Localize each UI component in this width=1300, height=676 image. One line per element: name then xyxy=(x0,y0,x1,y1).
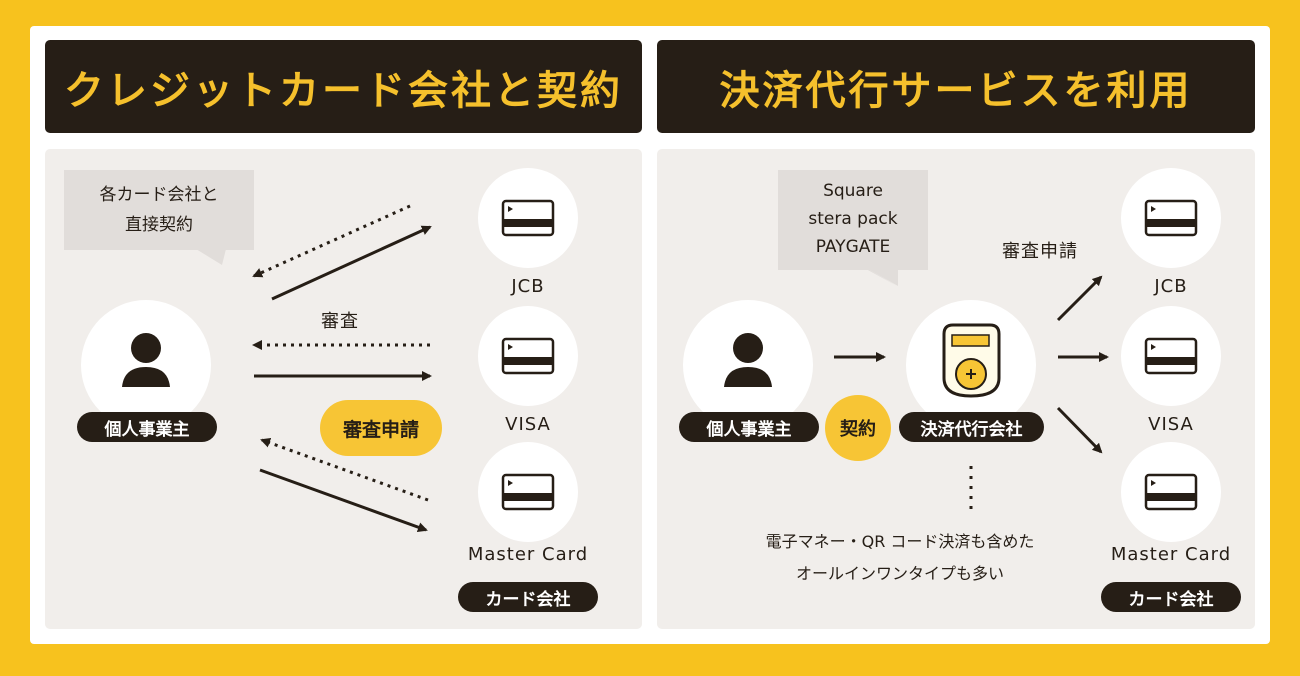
contract-badge: 契約 xyxy=(825,395,891,461)
review-label: 審査 xyxy=(321,311,359,332)
credit-card-icon xyxy=(1144,199,1198,237)
note-text: 電子マネー・QR コード決済も含めた オールインワンタイプも多い xyxy=(720,526,1080,590)
credit-card-icon xyxy=(1144,473,1198,511)
arrow-apply-master xyxy=(259,468,428,532)
card-label-jcb-left: JCB xyxy=(511,276,545,297)
card-company-label-left: カード会社 xyxy=(458,582,598,612)
person-circle-left xyxy=(81,300,211,430)
arrow-apply-jcb xyxy=(271,225,432,301)
bubble-line: 直接契約 xyxy=(125,215,193,235)
person-label-left: 個人事業主 xyxy=(77,412,217,442)
right-title: 決済代行サービスを利用 xyxy=(657,40,1255,133)
arrow-review-jcb xyxy=(252,204,411,278)
bubble-line: Square xyxy=(823,181,883,201)
credit-card-icon xyxy=(1144,337,1198,375)
application-badge: 審査申請 xyxy=(320,400,442,456)
credit-card-icon xyxy=(501,337,555,375)
credit-card-icon xyxy=(501,199,1198,511)
application-label-right: 審査申請 xyxy=(1002,241,1078,262)
person-label-right: 個人事業主 xyxy=(679,412,819,442)
note-line: 電子マネー・QR コード決済も含めた xyxy=(765,532,1035,551)
note-line: オールインワンタイプも多い xyxy=(795,564,1004,583)
direct-contract-bubble: 各カード会社と 直接契約 xyxy=(64,170,254,250)
credit-card-icon xyxy=(501,473,555,511)
left-title: クレジットカード会社と契約 xyxy=(45,40,642,133)
card-label-visa-left: VISA xyxy=(505,414,551,435)
agent-label: 決済代行会社 xyxy=(899,412,1044,442)
card-label-jcb-right: JCB xyxy=(1154,276,1188,297)
card-company-label-right: カード会社 xyxy=(1101,582,1241,612)
credit-card-icon xyxy=(501,199,555,237)
person-circle-right xyxy=(683,300,813,430)
bubble-line: PAYGATE xyxy=(815,237,891,257)
bubble-line: stera pack xyxy=(808,209,898,229)
arrow-review-master xyxy=(260,438,429,502)
bubble-line: 各カード会社と xyxy=(99,185,219,205)
card-label-master-left: Master Card xyxy=(467,544,589,565)
arrow-agent-master xyxy=(1056,406,1103,454)
arrow-agent-jcb xyxy=(1056,275,1103,322)
card-label-master-right: Master Card xyxy=(1110,544,1232,565)
service-examples-bubble: Square stera pack PAYGATE xyxy=(778,170,928,270)
card-label-visa-right: VISA xyxy=(1148,414,1194,435)
